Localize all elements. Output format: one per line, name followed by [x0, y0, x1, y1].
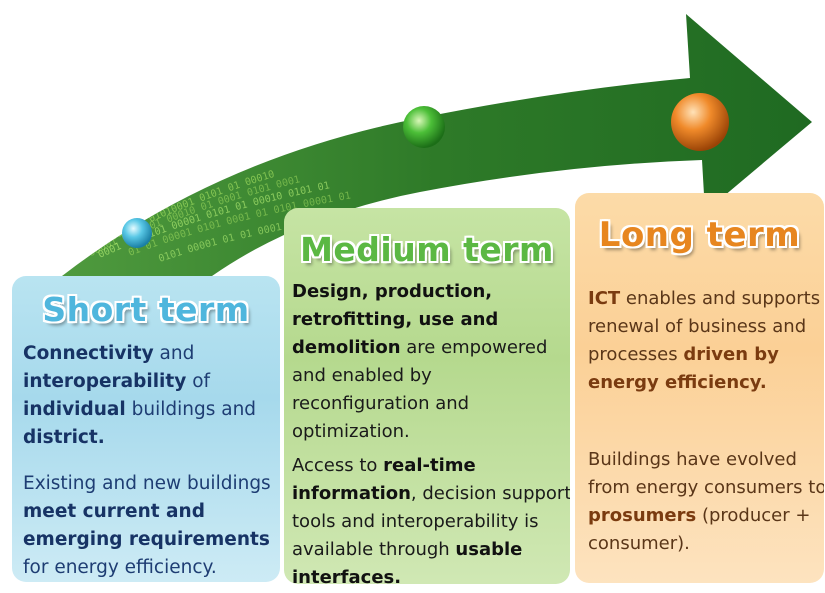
body-text: for energy efficiency.: [23, 557, 217, 578]
emphasis-text: prosumers: [588, 505, 697, 526]
emphasis-text: interoperability: [23, 371, 187, 392]
arrow-body: [62, 14, 812, 276]
medium-term-paragraph-2: Access to real-time information, decisio…: [292, 452, 570, 584]
long-term-paragraph-2: Buildings have evolved from energy consu…: [588, 446, 824, 558]
medium-term-panel: Medium term Design, production, retrofit…: [284, 208, 570, 584]
medium-term-marker: [403, 106, 445, 148]
emphasis-text: real-time information: [292, 455, 476, 504]
long-term-marker: [671, 93, 729, 151]
medium-term-title: Medium term: [300, 230, 554, 269]
body-text: (producer + consumer).: [588, 505, 811, 554]
short-term-marker: [122, 218, 152, 248]
emphasis-text: Connectivity: [23, 343, 154, 364]
emphasis-text: district.: [23, 427, 105, 448]
emphasis-text: Design, production, retrofitting, use an…: [292, 281, 499, 358]
emphasis-text: usable interfaces.: [292, 539, 523, 584]
body-text: Access to: [292, 455, 384, 476]
short-term-paragraph-2: Existing and new buildings meet current …: [23, 470, 280, 582]
emphasis-text: individual: [23, 399, 126, 420]
long-term-paragraph-1: ICT enables and supports renewal of busi…: [588, 285, 824, 397]
long-term-panel: Long term ICT enables and supports renew…: [575, 193, 824, 583]
emphasis-text: ICT: [588, 288, 621, 309]
short-term-paragraph-1: Connectivity and interoperability of ind…: [23, 340, 279, 452]
emphasis-text: driven by energy efficiency.: [588, 344, 779, 393]
body-text: Existing and new buildings: [23, 473, 271, 494]
body-text: of: [186, 371, 211, 392]
body-text: Buildings have evolved from energy consu…: [588, 449, 824, 498]
body-text: are empowered and enabled by reconfigura…: [292, 337, 548, 442]
body-text: , decision support tools and interoperab…: [292, 483, 570, 560]
short-term-title: Short term: [42, 290, 250, 329]
emphasis-text: meet current and emerging requirements: [23, 501, 270, 550]
body-text: and: [153, 343, 195, 364]
short-term-panel: Short term Connectivity and interoperabi…: [12, 276, 280, 582]
long-term-title: Long term: [598, 215, 801, 255]
medium-term-paragraph-1: Design, production, retrofitting, use an…: [292, 278, 570, 446]
body-text: enables and supports renewal of business…: [588, 288, 821, 365]
body-text: buildings and: [125, 399, 257, 420]
